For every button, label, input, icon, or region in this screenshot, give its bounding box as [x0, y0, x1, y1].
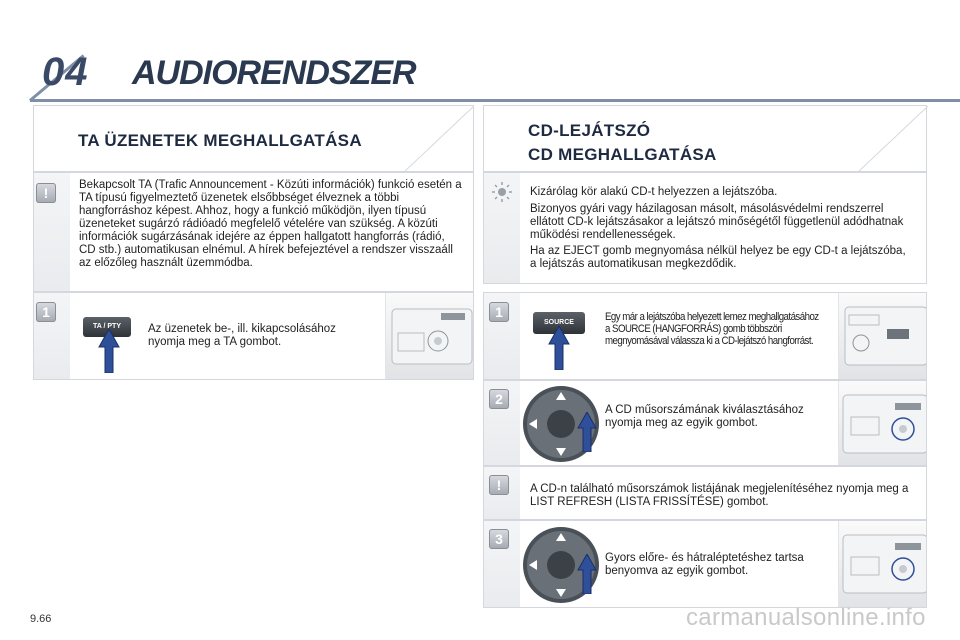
right-section-title-2: CD MEGHALLGATÁSA [528, 145, 717, 164]
left-title-panel [33, 105, 474, 172]
car-radio-icon [385, 293, 473, 379]
step-number-badge: 2 [489, 389, 509, 409]
left-warning-panel [33, 172, 474, 292]
step-number-badge: 3 [489, 529, 509, 549]
left-section-title: TA ÜZENETEK MEGHALLGATÁSA [78, 131, 362, 150]
ta-pty-button: TA / PTY [83, 317, 131, 337]
exclamation-icon: ! [36, 183, 56, 203]
right-section-title-1: CD-LEJÁTSZÓ [528, 121, 651, 140]
right-step2-text: A CD műsorszámának kiválasztásához nyomj… [605, 404, 804, 429]
right-warning-panel [483, 466, 927, 520]
car-radio-icon [838, 521, 926, 607]
blue-arrow-icon [577, 554, 597, 594]
right-title-panel [483, 105, 928, 172]
lightbulb-icon [492, 182, 512, 202]
right-step3-text: Gyors előre- és hátraléptetéshez tartsa … [605, 552, 804, 577]
chapter-title: AUDIORENDSZER [132, 54, 417, 92]
source-button: SOURCE [533, 312, 585, 334]
right-tip-text-3: Ha az EJECT gomb megnyomása nélkül helye… [530, 245, 906, 270]
right-warning-text: A CD-n található műsorszámok listájának … [530, 483, 909, 508]
watermark: carmanualsonline.info [686, 604, 926, 631]
page-number: 9.66 [30, 613, 52, 625]
left-step1-text: Az üzenetek be-, ill. kikapcsolásához ny… [148, 323, 336, 348]
chapter-number: 04 [42, 50, 89, 94]
car-radio-icon [838, 293, 926, 379]
left-warning-text: Bekapcsolt TA (Trafic Announcement - Köz… [79, 179, 462, 269]
car-radio-icon [838, 381, 926, 465]
navigation-dpad-icon [523, 527, 599, 603]
blue-arrow-icon [548, 326, 570, 370]
step-number-badge: 1 [489, 302, 509, 322]
step-number-badge: 1 [36, 302, 56, 322]
blue-arrow-icon [98, 329, 120, 373]
right-tip-text-2: Bizonyos gyári vagy házilagosan másolt, … [530, 203, 904, 241]
right-step1-text: Egy már a lejátszóba helyezett lemez meg… [605, 311, 819, 347]
header-rule [30, 99, 960, 102]
blue-arrow-icon [577, 412, 597, 452]
title-panel-diagonal [858, 106, 928, 172]
title-panel-diagonal [404, 106, 474, 172]
right-tip-text-1: Kizárólag kör alakú CD-t helyezzen a lej… [530, 186, 778, 198]
exclamation-icon: ! [489, 475, 509, 495]
right-tip-panel [483, 172, 927, 284]
